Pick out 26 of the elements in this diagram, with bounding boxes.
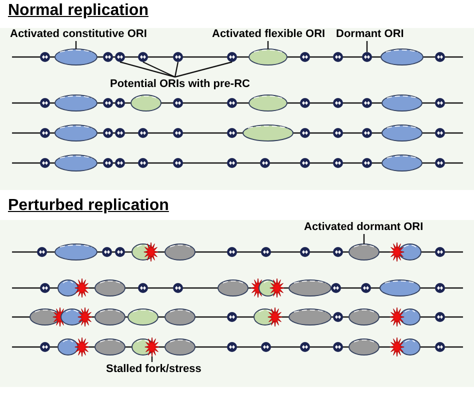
pre-rc-marker — [362, 52, 372, 62]
callout-label: Stalled fork/stress — [106, 363, 202, 375]
stall-burst — [144, 337, 160, 357]
origin-bubble — [348, 244, 380, 260]
origin-bubble — [54, 48, 98, 66]
leader-line — [174, 62, 179, 78]
origin-bubble — [248, 48, 288, 66]
section-heading: Perturbed replication — [8, 197, 169, 215]
pre-rc-marker — [138, 52, 148, 62]
leader-line — [363, 234, 365, 244]
pre-rc-marker — [173, 52, 183, 62]
callout-label: Activated flexible ORI — [212, 28, 326, 40]
callout-label: Dormant ORI — [336, 28, 404, 40]
leader-line — [142, 61, 176, 78]
leader-line — [267, 41, 269, 49]
leader-line — [151, 356, 153, 362]
leader-line — [174, 61, 232, 78]
callout-label: Potential ORIs with pre-RC — [110, 78, 250, 90]
leader-line — [366, 41, 368, 52]
leader-line — [75, 41, 77, 49]
pre-rc-marker — [227, 52, 237, 62]
section-heading: Normal replication — [8, 2, 148, 20]
leader-line — [120, 61, 176, 78]
pre-rc-marker — [115, 52, 125, 62]
callout-label: Activated constitutive ORI — [10, 28, 147, 40]
callout-label: Activated dormant ORI — [304, 221, 424, 233]
